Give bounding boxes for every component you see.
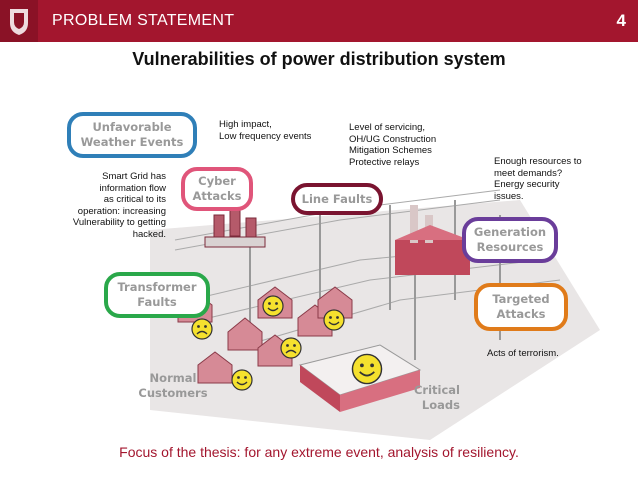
happy-face-icon <box>351 353 383 385</box>
slide-title: Vulnerabilities of power distribution sy… <box>132 49 506 69</box>
badge-transformer-faults: Transformer Faults <box>104 272 210 318</box>
page-number: 4 <box>616 11 626 30</box>
happy-face-icon <box>231 369 253 391</box>
note-servicing: Level of servicing, OH/UG Construction M… <box>349 122 437 168</box>
header-bar: PROBLEM STATEMENT 4 <box>0 0 638 42</box>
happy-face-icon <box>323 309 345 331</box>
note-resources: Enough resources to meet demands? Energy… <box>494 156 582 202</box>
happy-face-icon <box>262 295 284 317</box>
university-logo-icon <box>0 0 38 42</box>
note-impact: High impact, Low frequency events <box>219 119 312 142</box>
note-smart-grid: Smart Grid has information flow as criti… <box>72 171 166 240</box>
label-critical-loads: Critical Loads <box>413 383 460 412</box>
footer-focus-statement: Focus of the thesis: for any extreme eve… <box>119 444 519 460</box>
badge-line-faults: Line Faults <box>291 183 383 215</box>
sad-face-icon <box>191 318 213 340</box>
badge-cyber-attacks: Cyber Attacks <box>181 167 253 211</box>
sad-face-icon <box>280 337 302 359</box>
note-terrorism: Acts of terrorism. <box>487 348 559 359</box>
label-normal-customers: Normal Customers <box>138 371 208 400</box>
header-title: PROBLEM STATEMENT <box>52 12 235 29</box>
badge-generation-resources: Generation Resources <box>462 217 558 263</box>
badge-unfavorable-weather: Unfavorable Weather Events <box>67 112 197 158</box>
badge-targeted-attacks: Targeted Attacks <box>474 283 568 331</box>
